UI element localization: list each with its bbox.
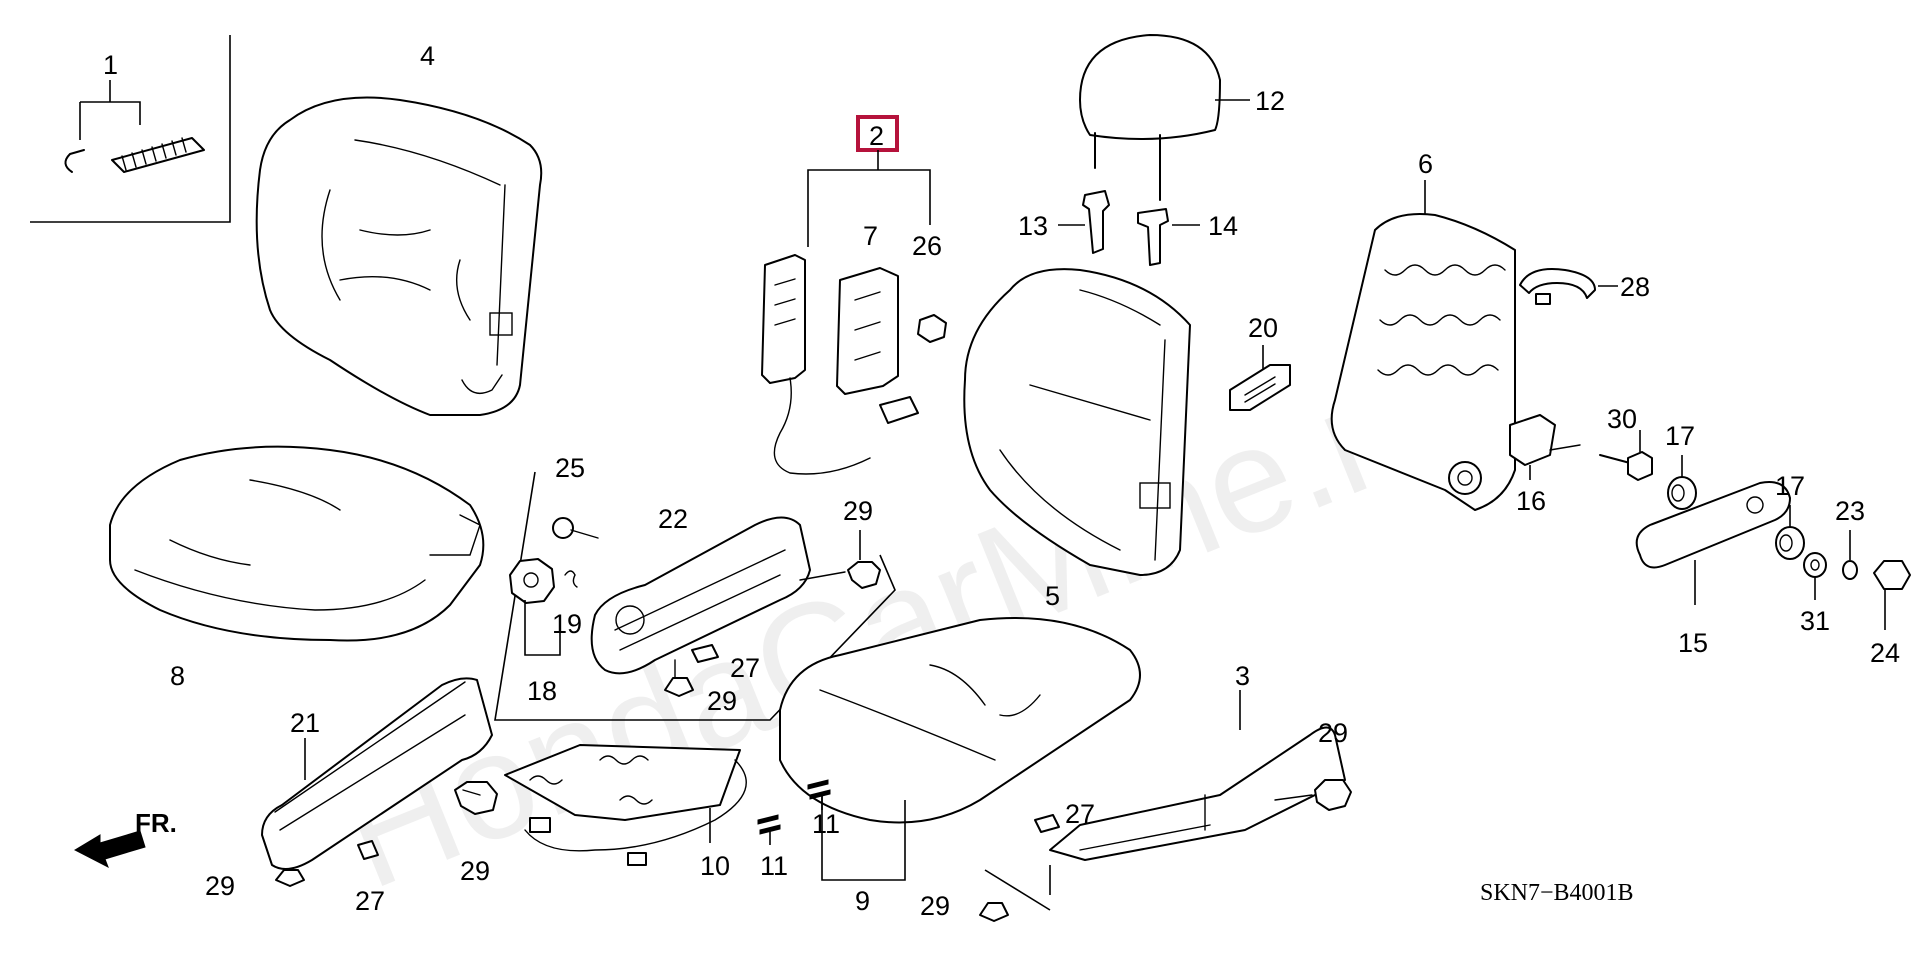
part-16-recliner (1509, 414, 1581, 480)
callout-13: 13 (1018, 211, 1048, 241)
callout-19: 19 (552, 609, 582, 639)
callout-23: 23 (1835, 496, 1865, 526)
direction-label: FR. (135, 808, 177, 838)
callout-22: 22 (658, 504, 688, 534)
part-25-screw (552, 517, 574, 539)
part-23-washer (1842, 530, 1858, 580)
part-10-heater (504, 744, 747, 866)
callout-7: 7 (863, 221, 878, 251)
part-29-clip-c (454, 781, 498, 815)
part-30-bolt (1599, 430, 1653, 481)
callout-15: 15 (1678, 628, 1708, 658)
callout-30: 30 (1607, 404, 1637, 434)
part-29-clip-d (275, 869, 305, 887)
part-8-cushion-cover (109, 445, 485, 642)
part-13-guide (1058, 190, 1110, 254)
callout-labels: 1 2 3 4 5 6 7 8 9 10 11 11 12 13 14 15 1… (103, 41, 1900, 921)
callout-14: 14 (1208, 211, 1238, 241)
callout-9: 9 (855, 886, 870, 916)
part-2-airbag-group (761, 115, 947, 475)
part-29-clip-e (1314, 779, 1352, 811)
callout-18: 18 (527, 676, 557, 706)
part-7-module (836, 267, 899, 395)
part-9-cushion-pad (779, 617, 1141, 881)
part-17-bushing-lower (1775, 505, 1805, 560)
part-3-side-cover (979, 690, 1352, 922)
part-1-group (30, 35, 231, 223)
callout-6: 6 (1418, 149, 1433, 179)
part-27-clip-a (691, 644, 719, 663)
callout-17-lower: 17 (1775, 471, 1805, 501)
part-15-armrest (1635, 481, 1791, 605)
callout-29-group-lower: 29 (707, 686, 737, 716)
part-14-guide (1137, 208, 1200, 266)
part-24-nut (1873, 560, 1911, 630)
callout-20: 20 (1248, 313, 1278, 343)
part-22-adjuster-group (494, 471, 896, 721)
callout-8: 8 (170, 661, 185, 691)
part-20-handle (1229, 345, 1291, 411)
callout-29-rail-left: 29 (205, 871, 235, 901)
callout-4: 4 (420, 41, 435, 71)
callout-17-upper: 17 (1665, 421, 1695, 451)
callout-11-lower: 11 (760, 851, 788, 881)
part-28-clip (1519, 268, 1618, 305)
part-29-clip-b (664, 677, 694, 697)
part-29-clip-a (847, 561, 881, 589)
part-1-clip (64, 149, 85, 173)
part-6-seatback-frame (1330, 180, 1516, 511)
airbag-module (761, 254, 806, 384)
callout-5: 5 (1045, 581, 1060, 611)
callout-29-bottom: 29 (920, 891, 950, 921)
callout-10: 10 (700, 851, 730, 881)
part-21-seat-rail (261, 677, 498, 887)
callout-27-rail: 27 (355, 886, 385, 916)
callout-27-group: 27 (730, 653, 760, 683)
callout-2: 2 (869, 121, 884, 151)
callout-29-side: 29 (1318, 718, 1348, 748)
callout-21: 21 (290, 708, 320, 738)
part-26-nut (917, 314, 947, 343)
callout-1: 1 (103, 50, 118, 80)
part-29-clip-f (979, 902, 1009, 922)
part-27-clip-c (1034, 814, 1060, 833)
part-27-clip-b (357, 840, 379, 860)
callout-31: 31 (1800, 606, 1830, 636)
part-22-adjuster (590, 516, 811, 675)
part-5-seatback-pad (963, 268, 1191, 576)
callout-25: 25 (555, 453, 585, 483)
part-4-seatback-cover (255, 96, 543, 416)
diagram-code: SKN7−B4001B (1480, 880, 1634, 906)
part-19-spring (564, 570, 578, 588)
part-11-clips (757, 779, 831, 845)
front-direction-arrow: FR. (73, 808, 177, 869)
callout-11-upper: 11 (812, 809, 840, 839)
callout-29-group-upper: 29 (843, 496, 873, 526)
callout-29-rail-right: 29 (460, 856, 490, 886)
part-31-washer (1803, 552, 1827, 600)
part-18-knob (509, 558, 555, 604)
part-12-headrest (1079, 34, 1250, 201)
part-1-cover (111, 137, 205, 173)
callout-26: 26 (912, 231, 942, 261)
callout-3: 3 (1235, 661, 1250, 691)
callout-28: 28 (1620, 272, 1650, 302)
callout-16: 16 (1516, 486, 1546, 516)
callout-27-side: 27 (1065, 799, 1095, 829)
callout-24: 24 (1870, 638, 1900, 668)
part-17-bushing-upper (1667, 455, 1697, 510)
callout-12: 12 (1255, 86, 1285, 116)
